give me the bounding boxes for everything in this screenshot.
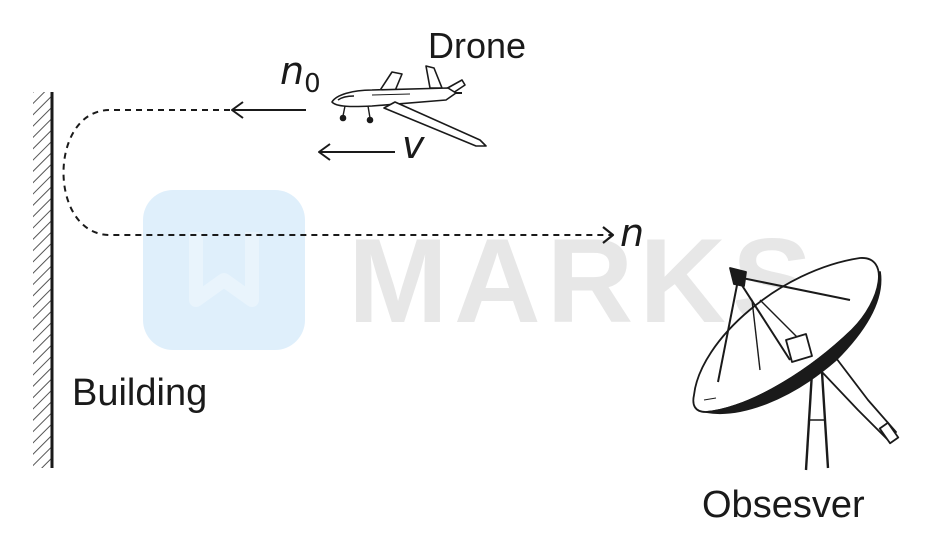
satellite-dish-icon (692, 257, 900, 471)
n0-base: n (280, 49, 305, 93)
building-label: Building (72, 372, 208, 414)
n0-arrow (231, 101, 306, 119)
n0-subscript: 0 (304, 69, 321, 99)
observer-label: Obsesver (702, 484, 865, 526)
watermark-logo-icon (143, 190, 305, 350)
sound-path (62, 109, 612, 236)
velocity-arrow (318, 143, 395, 161)
drone-label: Drone (428, 25, 527, 66)
n0-label: n0 (280, 52, 321, 97)
drone-icon (331, 65, 487, 147)
velocity-label: v (402, 123, 425, 167)
building-wall (33, 92, 54, 468)
path-arrowhead-icon (602, 226, 615, 244)
n-label: n (620, 211, 645, 255)
